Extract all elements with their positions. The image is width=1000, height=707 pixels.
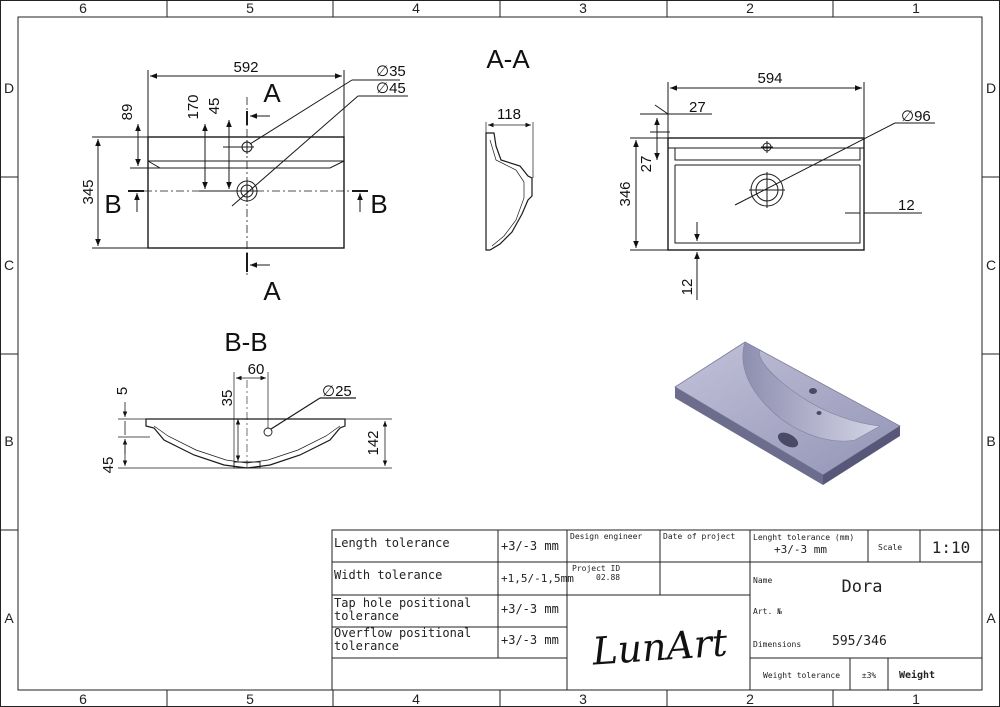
section-bb-title: B-B [224,327,267,357]
top-view-dim-d35: ∅35 [376,63,406,80]
tb-length-tolerance-label: Length tolerance [334,536,450,550]
zone-row-right-b: B [986,433,995,449]
tb-overflow-value: +3/-3 mm [501,633,559,647]
tb-length-tolerance-value: +3/-3 mm [501,539,559,553]
zone-row-left-b: B [4,433,13,449]
top-view-section-b-left: B [104,189,121,219]
front-view-outline [667,137,865,251]
front-view-dim-594: 594 [757,70,782,87]
section-aa-title: A-A [486,44,530,74]
zone-col-bottom-1: 1 [912,691,920,707]
front-view-dim-12-bottom: 12 [679,279,696,296]
tb-weight-tolerance-label: Weight tolerance [763,671,840,680]
top-view-section-a-top: A [263,78,281,108]
front-view-dim-27-top: 27 [689,99,706,116]
zone-col-top-6: 6 [79,0,87,16]
tb-tap-hole-label-1: Tap hole positional [334,596,471,610]
zone-row-right-d: D [986,80,996,96]
front-view-dim-d96: ∅96 [901,108,931,125]
front-view-dim-12-right: 12 [898,197,915,214]
tb-overflow-label-2: tolerance [334,639,399,653]
top-view-dim-d45: ∅45 [376,80,406,97]
section-aa-dim-118: 118 [497,106,521,123]
zone-col-bottom-4: 4 [412,691,420,707]
tb-name-value: Dora [842,577,883,597]
zone-col-top-5: 5 [246,0,254,16]
section-bb-dim-142: 142 [365,430,382,455]
tb-name-label: Name [753,576,772,585]
section-bb-profile [118,372,392,470]
top-view-dim-45: 45 [206,98,223,115]
top-view-dim-89: 89 [119,104,136,121]
zone-col-top-3: 3 [579,0,587,16]
tb-overflow-label-1: Overflow positional [334,626,471,640]
tb-dimensions-label: Dimensions [753,640,801,649]
basin-3d-render [674,341,901,485]
lunart-signature-logo: LunArt [590,620,730,673]
front-view [630,82,935,300]
front-view-dim-27-side: 27 [638,156,655,173]
zone-col-bottom-6: 6 [79,691,87,707]
top-view-dim-345: 345 [80,179,97,204]
zone-row-left-d: D [4,80,14,96]
tb-design-engineer-label: Design engineer [570,532,642,541]
tb-length-tolerance-mm-label: Lenght tolerance (mm) [753,533,854,542]
section-bb-dim-35: 35 [219,390,236,407]
tb-project-id-label: Project ID [572,564,620,573]
section-bb-dim-d25: ∅25 [322,383,352,400]
tb-art-label: Art. № [753,607,782,616]
front-view-dim-346: 346 [617,181,634,206]
tb-weight-tolerance-value: ±3% [862,671,877,680]
zone-col-top-1: 1 [912,0,920,16]
zone-col-bottom-2: 2 [746,691,754,707]
tb-project-id-value: 02.88 [596,573,620,582]
zone-row-right-a: A [986,610,996,626]
tb-length-tolerance-mm-value: +3/-3 mm [774,543,827,556]
zone-col-top-2: 2 [746,0,754,16]
title-block-grid [331,529,983,691]
tb-dimensions-value: 595/346 [832,634,887,649]
zone-row-right-c: C [986,257,996,273]
section-bb-dim-5: 5 [114,387,131,395]
tb-width-tolerance-label: Width tolerance [334,568,442,582]
top-view-outline [147,136,345,249]
tb-scale-label: Scale [878,543,902,552]
top-view-section-a-bottom: A [263,276,281,306]
tb-weight-label: Weight [899,669,935,681]
top-view-dim-592: 592 [233,59,258,76]
top-view [92,70,408,275]
top-view-dim-170: 170 [185,94,202,119]
section-bb-dim-45: 45 [100,457,117,474]
tb-date-of-project-label: Date of project [663,532,735,541]
section-bb-dim-60: 60 [248,361,265,378]
section-aa-profile [485,122,534,251]
zone-col-bottom-3: 3 [579,691,587,707]
zone-row-left-c: C [4,257,14,273]
zone-col-bottom-5: 5 [246,691,254,707]
tb-tap-hole-value: +3/-3 mm [501,602,559,616]
tb-scale-value: 1:10 [932,538,971,557]
zone-col-top-4: 4 [412,0,420,16]
tb-tap-hole-label-2: tolerance [334,609,399,623]
zone-row-left-a: A [4,610,14,626]
tb-width-tolerance-value: +1,5/-1,5mm [501,572,574,585]
top-view-section-b-right: B [370,189,387,219]
